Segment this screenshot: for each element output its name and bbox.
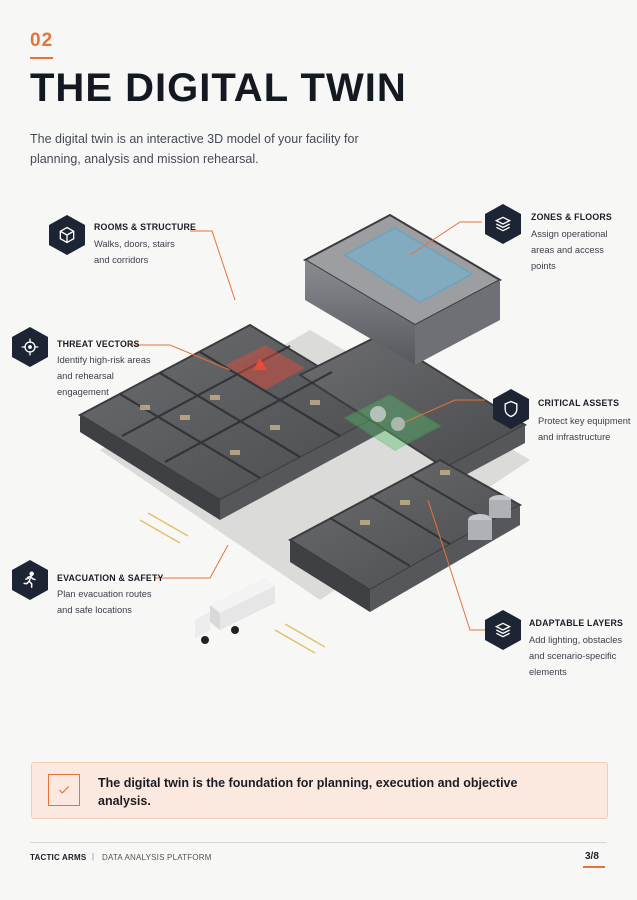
callout-desc: Walks, doors, stairs and corridors [94, 239, 175, 265]
page-title: THE DIGITAL TWIN [30, 66, 407, 110]
footer-separator: | [92, 852, 95, 861]
banner-text: The digital twin is the foundation for p… [98, 776, 518, 808]
callout-desc: Assign operational areas and access poin… [531, 229, 608, 271]
callout-desc: Identify high-risk areas and rehearsal e… [57, 355, 151, 397]
callout-desc: Plan evacuation routes and safe location… [57, 589, 152, 615]
truck-illustration [195, 578, 275, 644]
page-number-underline [583, 866, 605, 868]
cube-icon [49, 215, 85, 255]
stack-layers-icon [485, 610, 521, 650]
leader-zones [409, 221, 482, 256]
facility-illustration [77, 213, 530, 654]
callout-title: EVACUATION & SAFETY [57, 573, 164, 583]
leader-layers [427, 499, 485, 631]
footer-divider [30, 842, 607, 843]
section-number: 02 [30, 30, 54, 51]
target-icon [12, 327, 48, 367]
layers-icon [485, 204, 521, 244]
callout-desc: Add lighting, obstacles and scenario-spe… [529, 635, 623, 677]
callout-title: ADAPTABLE LAYERS [529, 618, 624, 628]
footer-brand: TACTIC ARMS [30, 853, 87, 862]
check-icon [48, 774, 80, 806]
leader-threat [130, 344, 231, 371]
callout-title: THREAT VECTORS [57, 339, 140, 349]
footer-platform: DATA ANALYSIS PLATFORM [102, 853, 212, 862]
summary-banner: The digital twin is the foundation for p… [31, 762, 608, 819]
leader-assets [404, 399, 485, 423]
callout-title: ZONES & FLOORS [531, 212, 612, 222]
callout-title: ROOMS & STRUCTURE [94, 222, 197, 232]
leader-evac [155, 544, 229, 579]
running-person-icon [12, 560, 48, 600]
accent-rule [30, 57, 53, 59]
leader-rooms [190, 230, 236, 301]
callout-desc: Protect key equipment and infrastructure [538, 416, 631, 442]
intro-text: The digital twin is an interactive 3D mo… [30, 132, 359, 166]
page-number: 3/8 [585, 851, 599, 862]
zones-highlight [343, 227, 474, 303]
callout-title: CRITICAL ASSETS [538, 398, 620, 408]
